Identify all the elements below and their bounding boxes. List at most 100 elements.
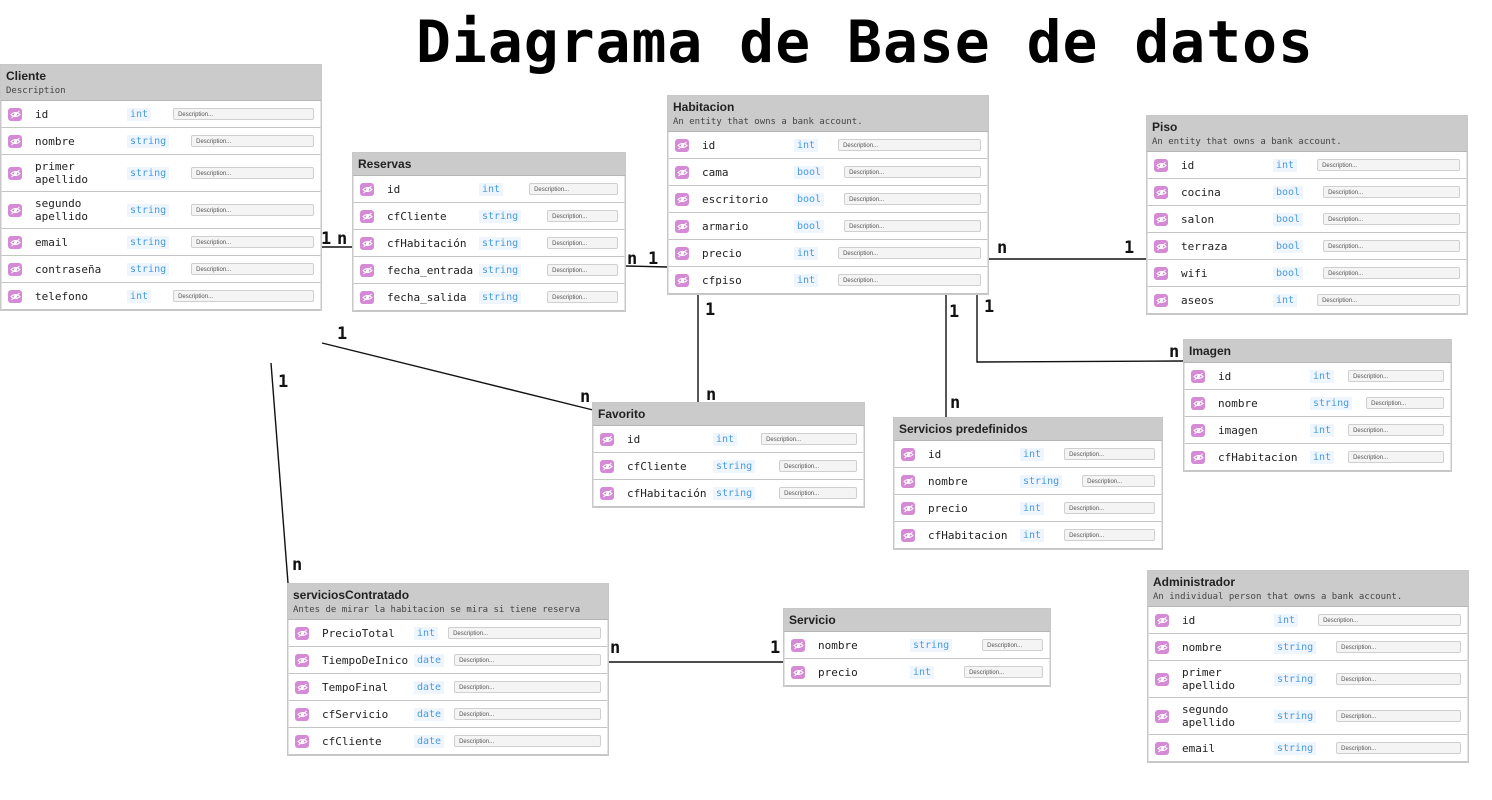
eye-off-icon[interactable] [1155,741,1169,755]
field-type[interactable]: int [1310,450,1335,464]
eye-off-icon[interactable] [360,263,374,277]
field-description-input[interactable]: Description... [547,237,618,249]
field-description-input[interactable]: Description... [838,274,981,286]
field-description-input[interactable]: Description... [1323,186,1460,198]
field-description-input[interactable]: Description... [547,210,618,222]
eye-off-icon[interactable] [675,165,689,179]
field-description-input[interactable]: Description... [1348,424,1444,436]
field-description-input[interactable]: Description... [844,193,981,205]
field-type[interactable]: date [414,653,445,667]
field-description-input[interactable]: Description... [1318,614,1461,626]
eye-off-icon[interactable] [1154,239,1168,253]
eye-off-icon[interactable] [8,235,22,249]
field-description-input[interactable]: Description... [779,487,857,499]
field-description-input[interactable]: Description... [454,735,601,747]
eye-off-icon[interactable] [600,432,614,446]
eye-off-icon[interactable] [8,203,22,217]
eye-off-icon[interactable] [1154,266,1168,280]
field-type[interactable]: string [479,236,522,250]
field-type[interactable]: string [127,203,170,217]
field-description-input[interactable]: Description... [529,183,618,195]
eye-off-icon[interactable] [675,273,689,287]
field-description-input[interactable]: Description... [454,708,601,720]
field-description-input[interactable]: Description... [1317,294,1460,306]
field-type[interactable]: string [127,134,170,148]
eye-off-icon[interactable] [1154,158,1168,172]
field-description-input[interactable]: Description... [779,460,857,472]
eye-off-icon[interactable] [675,219,689,233]
eye-off-icon[interactable] [675,246,689,260]
eye-off-icon[interactable] [295,680,309,694]
field-type[interactable]: string [479,209,522,223]
field-description-input[interactable]: Description... [838,139,981,151]
eye-off-icon[interactable] [360,290,374,304]
eye-off-icon[interactable] [295,734,309,748]
eye-off-icon[interactable] [8,289,22,303]
eye-off-icon[interactable] [1191,369,1205,383]
eye-off-icon[interactable] [600,486,614,500]
field-description-input[interactable]: Description... [1336,710,1461,722]
eye-off-icon[interactable] [600,459,614,473]
field-type[interactable]: string [127,262,170,276]
field-type[interactable]: int [1310,423,1335,437]
field-description-input[interactable]: Description... [1064,502,1155,514]
eye-off-icon[interactable] [1191,450,1205,464]
field-type[interactable]: int [127,107,152,121]
field-type[interactable]: int [414,626,439,640]
field-type[interactable]: int [1020,501,1045,515]
eye-off-icon[interactable] [1155,709,1169,723]
field-type[interactable]: bool [794,165,825,179]
eye-off-icon[interactable] [360,182,374,196]
eye-off-icon[interactable] [1155,613,1169,627]
eye-off-icon[interactable] [295,626,309,640]
field-type[interactable]: int [713,432,738,446]
eye-off-icon[interactable] [295,707,309,721]
field-type[interactable]: string [479,290,522,304]
field-description-input[interactable]: Description... [1336,673,1461,685]
field-type[interactable]: int [794,246,819,260]
field-type[interactable]: int [1020,447,1045,461]
eye-off-icon[interactable] [1154,185,1168,199]
field-description-input[interactable]: Description... [1348,370,1444,382]
field-description-input[interactable]: Description... [761,433,857,445]
field-description-input[interactable]: Description... [1317,159,1460,171]
field-description-input[interactable]: Description... [1336,742,1461,754]
field-type[interactable]: int [1274,613,1299,627]
field-description-input[interactable]: Description... [982,639,1043,651]
field-type[interactable]: int [1020,528,1045,542]
field-description-input[interactable]: Description... [547,291,618,303]
field-type[interactable]: int [1273,158,1298,172]
field-type[interactable]: int [794,273,819,287]
field-type[interactable]: bool [1273,185,1304,199]
eye-off-icon[interactable] [8,166,22,180]
field-type[interactable]: string [1274,741,1317,755]
eye-off-icon[interactable] [901,528,915,542]
